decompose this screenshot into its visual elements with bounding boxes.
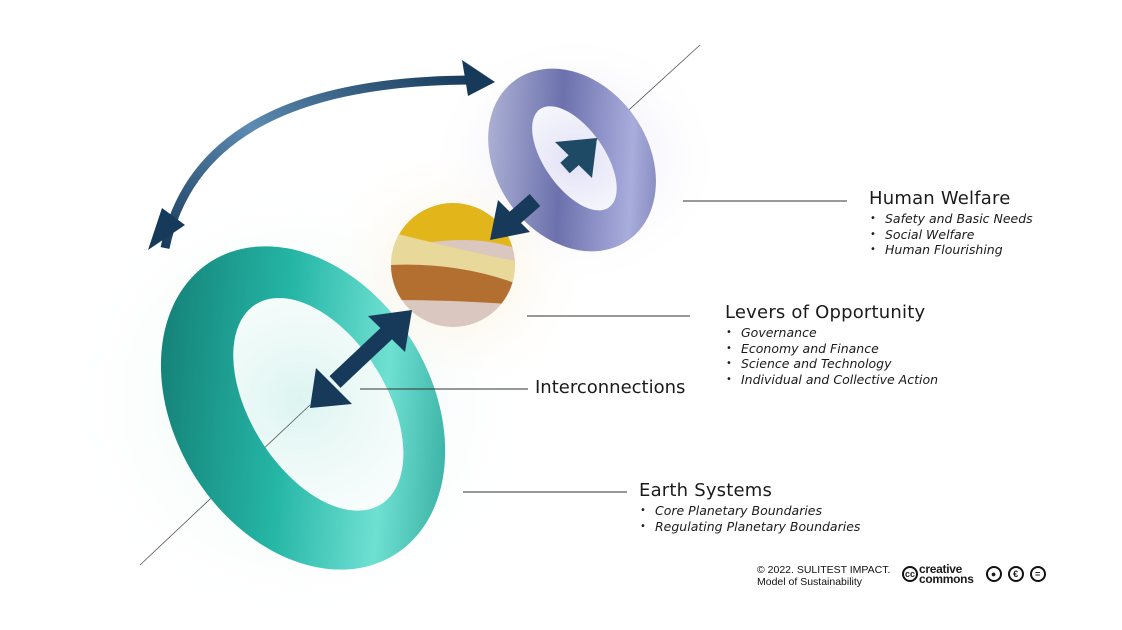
nd-icon: =	[1029, 566, 1046, 582]
list-item: Regulating Planetary Boundaries	[640, 519, 860, 535]
list-item: Human Flourishing	[870, 242, 1033, 258]
copyright-notice: © 2022. SULITEST IMPACT. Model of Sustai…	[757, 564, 890, 588]
list-item: Economy and Finance	[726, 341, 938, 357]
earth-systems-ring	[160, 246, 446, 570]
interconnections-label: Interconnections	[535, 377, 686, 398]
earth-systems-title: Earth Systems	[639, 480, 773, 501]
list-item: Safety and Basic Needs	[870, 211, 1033, 227]
nc-icon: €	[1007, 566, 1024, 582]
list-item: Governance	[726, 325, 938, 341]
human-welfare-title: Human Welfare	[869, 188, 1011, 209]
list-item: Core Planetary Boundaries	[640, 503, 860, 519]
copyright-subtitle: Model of Sustainability	[757, 576, 863, 588]
list-item: Science and Technology	[726, 356, 938, 372]
levers-label: Levers of Opportunity Governance Economy…	[725, 302, 938, 387]
list-item: Individual and Collective Action	[726, 372, 938, 388]
list-item: Social Welfare	[870, 227, 1033, 243]
human-welfare-label: Human Welfare Safety and Basic Needs Soc…	[869, 188, 1033, 258]
by-icon: ●	[985, 566, 1002, 582]
leader-lines	[360, 200, 847, 493]
earth-systems-label: Earth Systems Core Planetary Boundaries …	[639, 480, 860, 534]
copyright-text: © 2022. SULITEST IMPACT.	[757, 564, 891, 576]
levers-title: Levers of Opportunity	[725, 302, 926, 323]
arrows	[148, 60, 597, 408]
cc-icon: cc	[902, 566, 918, 582]
